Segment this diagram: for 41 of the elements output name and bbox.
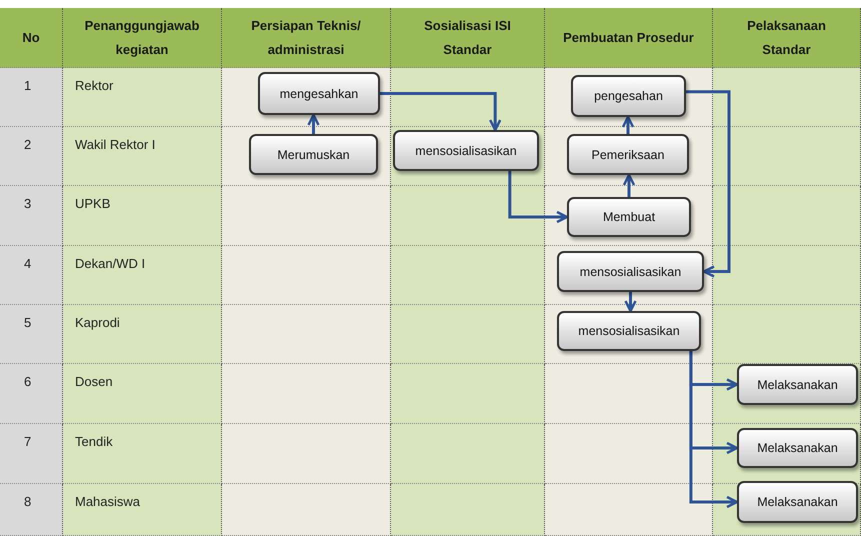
row-number: 5 bbox=[0, 305, 63, 364]
process-box: Melaksanakan bbox=[737, 364, 858, 405]
process-box: mensosialisasikan bbox=[557, 251, 704, 292]
process-box: Melaksanakan bbox=[737, 428, 858, 468]
arrow bbox=[307, 114, 320, 134]
row-number: 8 bbox=[0, 484, 63, 536]
row-number: 3 bbox=[0, 186, 63, 246]
column-header: Pembuatan Prosedur bbox=[545, 8, 713, 68]
column-header: Pelaksanaan Standar bbox=[713, 8, 861, 68]
column-header: Penanggungjawab kegiatan bbox=[63, 8, 222, 68]
arrow bbox=[686, 90, 730, 278]
column-header: Persiapan Teknis/ administrasi bbox=[222, 8, 391, 68]
column-header: Sosialisasi ISI Standar bbox=[391, 8, 545, 68]
arrow bbox=[380, 92, 502, 132]
process-box: mensosialisasikan bbox=[557, 311, 701, 351]
row-number: 6 bbox=[0, 364, 63, 424]
process-box: Merumuskan bbox=[249, 134, 378, 175]
row-number: 7 bbox=[0, 424, 63, 484]
role-label: Dosen bbox=[63, 364, 222, 424]
process-box: Pemeriksaan bbox=[567, 134, 689, 175]
arrow bbox=[622, 116, 634, 134]
arrow bbox=[624, 292, 637, 312]
arrow bbox=[689, 351, 738, 508]
process-box: mensosialisasikan bbox=[393, 130, 539, 171]
role-label: Kaprodi bbox=[63, 305, 222, 364]
process-box: mengesahkan bbox=[258, 72, 380, 115]
process-box: Membuat bbox=[567, 197, 691, 237]
role-label: Rektor bbox=[63, 68, 222, 127]
role-label: Tendik bbox=[63, 424, 222, 484]
row-number: 4 bbox=[0, 246, 63, 305]
role-label: Mahasiswa bbox=[63, 484, 222, 536]
role-label: UPKB bbox=[63, 186, 222, 246]
column-header: No bbox=[0, 8, 63, 68]
arrow bbox=[508, 171, 568, 224]
row-number: 1 bbox=[0, 68, 63, 127]
process-box: pengesahan bbox=[571, 75, 686, 117]
process-box: Melaksanakan bbox=[737, 481, 858, 523]
arrow bbox=[622, 174, 636, 197]
role-label: Wakil Rektor I bbox=[63, 127, 222, 186]
role-label: Dekan/WD I bbox=[63, 246, 222, 305]
row-number: 2 bbox=[0, 127, 63, 186]
